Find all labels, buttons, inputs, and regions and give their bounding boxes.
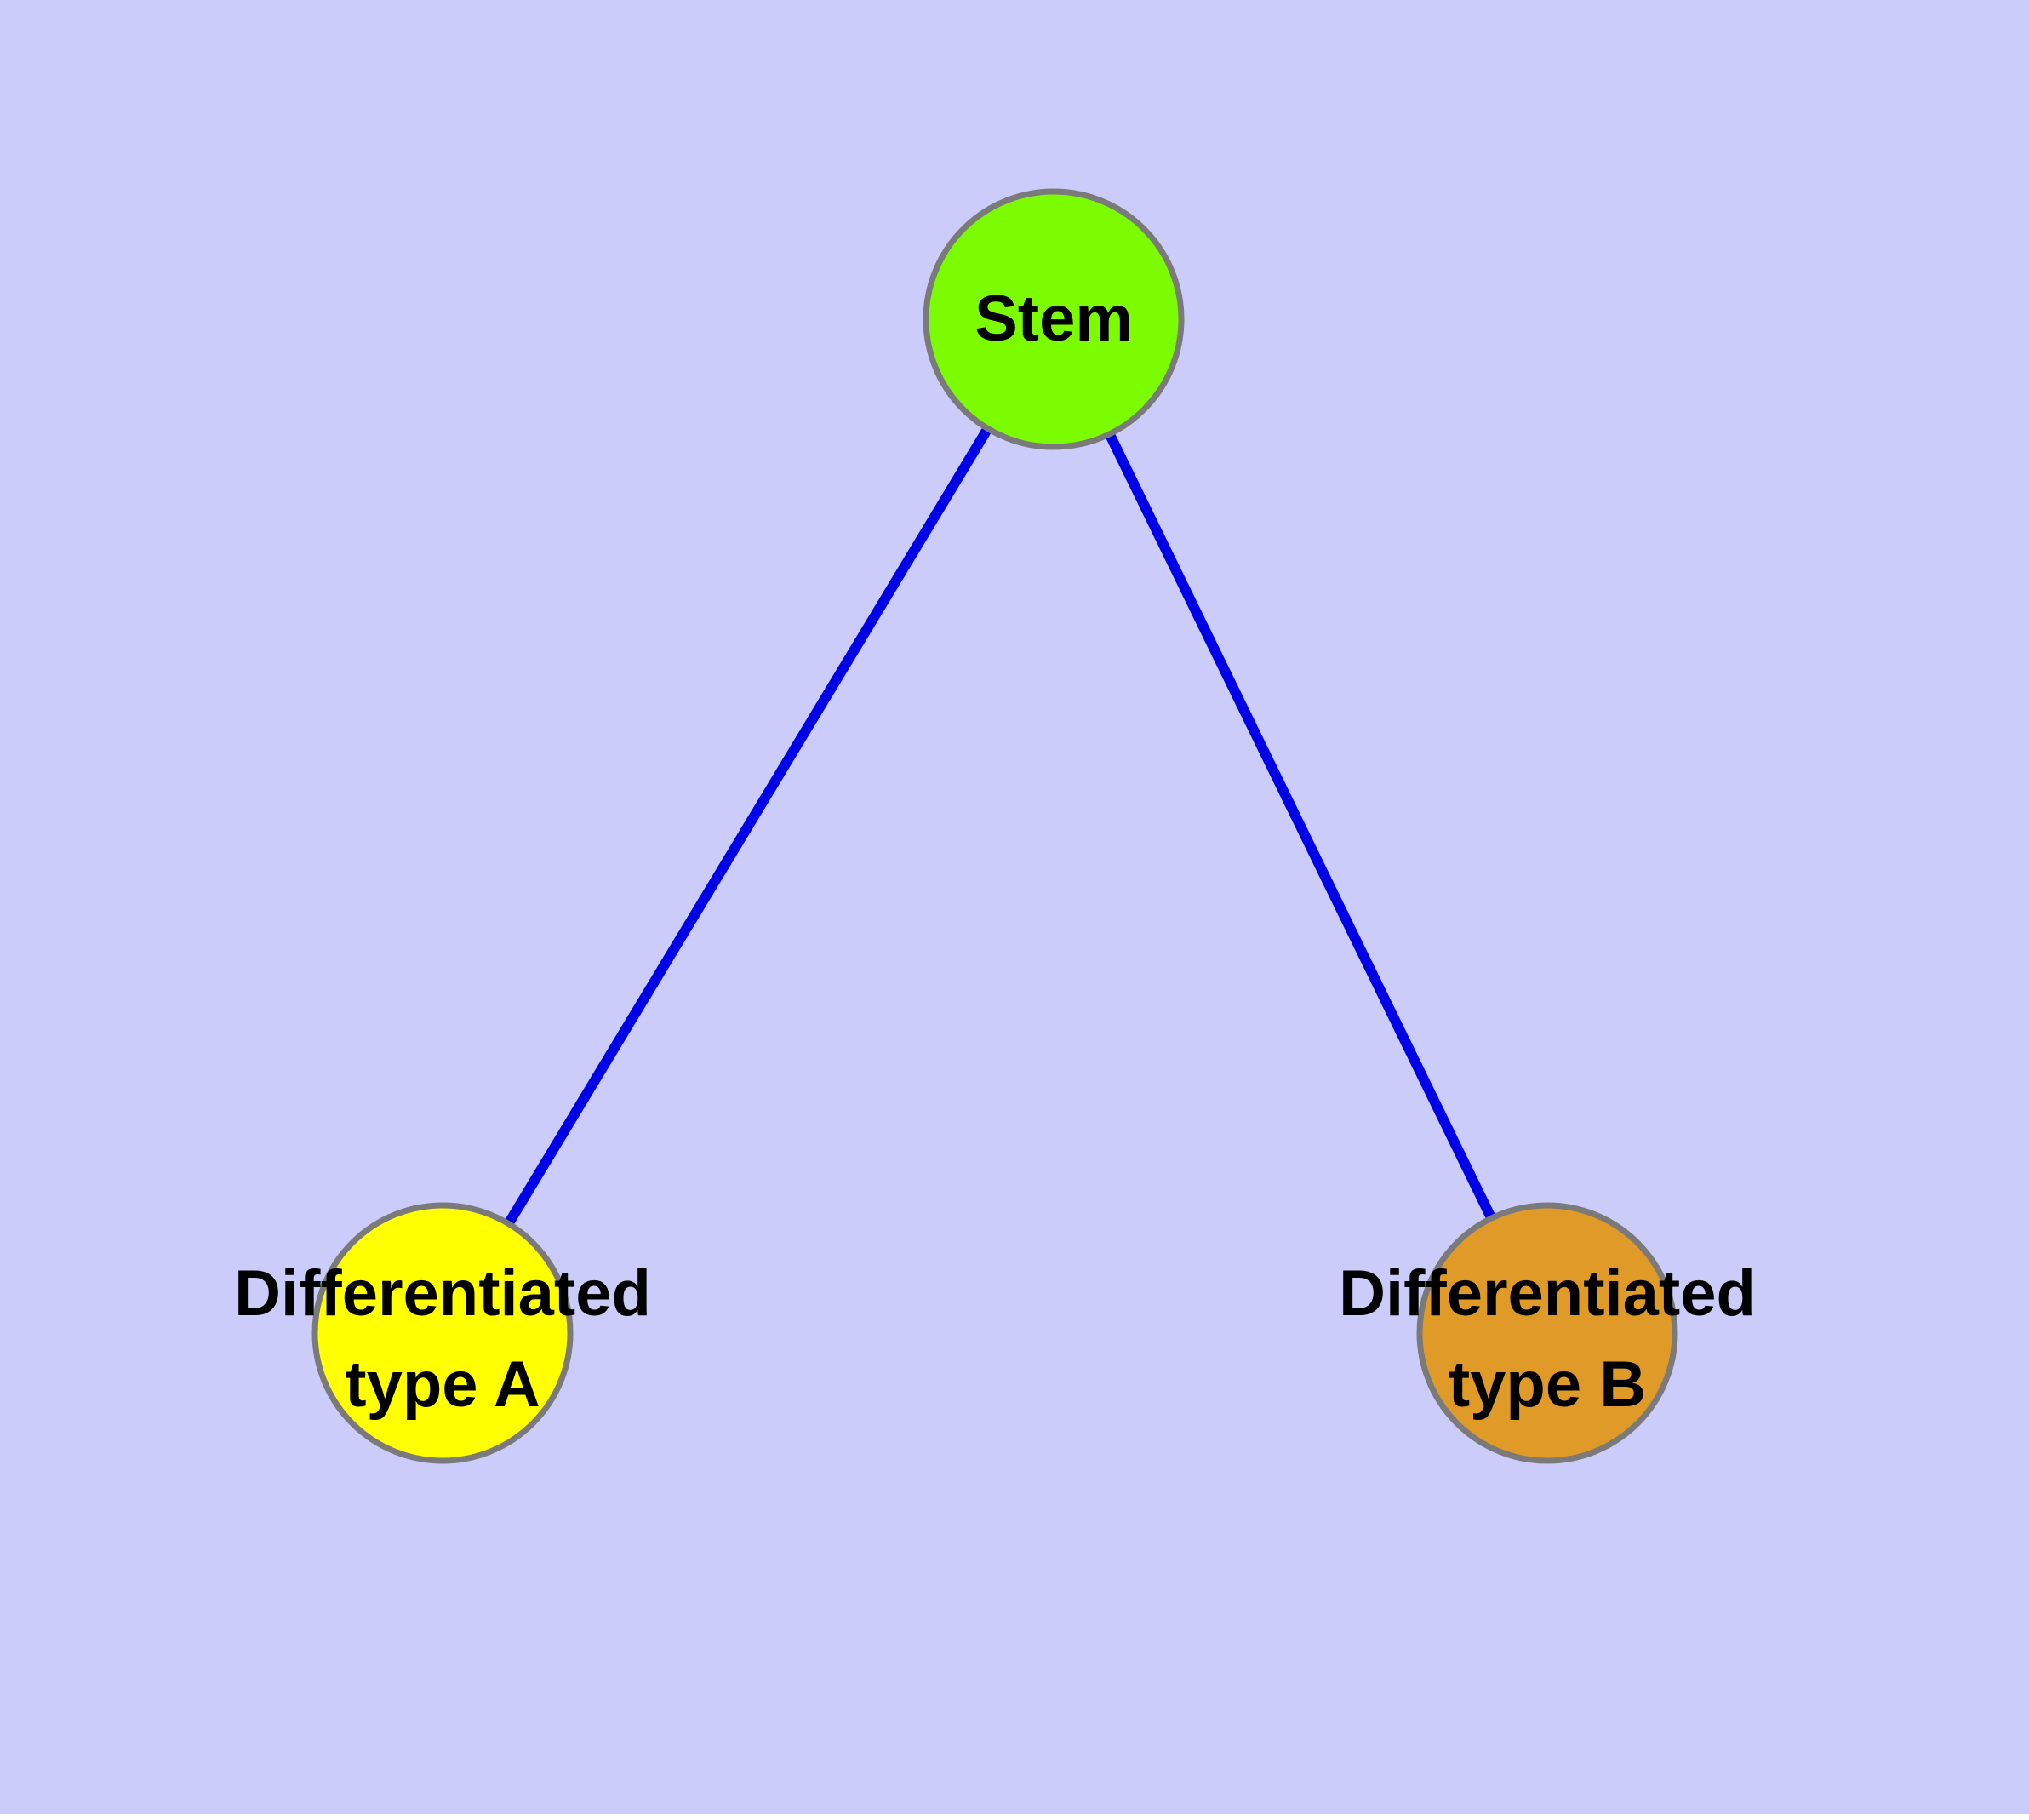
edge-stem-to-differentiated-type-b[interactable] — [1049, 317, 1552, 1336]
edge-stem-to-differentiated-type-a[interactable] — [437, 316, 1059, 1336]
node-differentiated-type-a-label-line2: type A — [345, 1348, 540, 1421]
node-differentiated-type-a[interactable]: Differentiated type A — [234, 1202, 651, 1464]
node-differentiated-type-b-label-line1: Differentiated — [1339, 1257, 1756, 1330]
node-differentiated-type-a-circle[interactable] — [311, 1202, 574, 1464]
node-differentiated-type-b-circle[interactable] — [1416, 1202, 1678, 1464]
node-stem-circle[interactable] — [923, 188, 1185, 450]
node-stem[interactable]: Stem — [923, 188, 1185, 450]
node-differentiated-type-a-label-line1: Differentiated — [234, 1257, 651, 1330]
node-differentiated-type-b[interactable]: Differentiated type B — [1339, 1202, 1756, 1464]
node-differentiated-type-b-label-line2: type B — [1449, 1348, 1646, 1421]
edge-group — [437, 316, 1552, 1336]
node-group: Stem Differentiated type A Differentiate… — [234, 188, 1756, 1464]
node-stem-label: Stem — [974, 283, 1133, 355]
